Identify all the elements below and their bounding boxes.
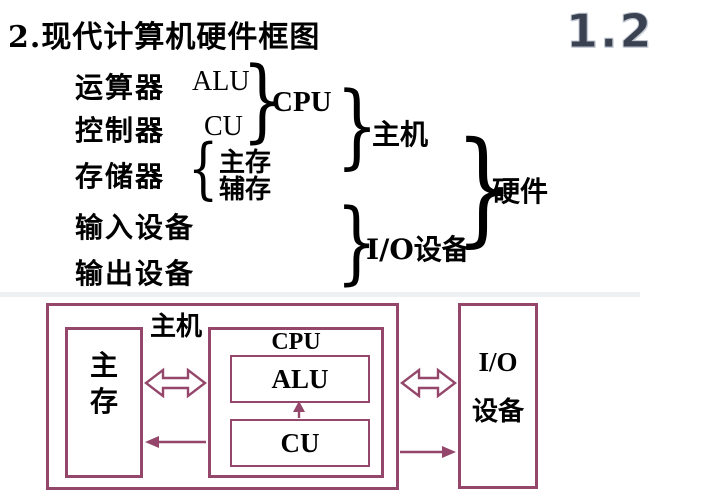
double-arrow-host-io	[400, 367, 457, 399]
tree-label-io-devices: I/O设备	[366, 233, 470, 266]
main-memory-box	[65, 327, 143, 478]
io-label-line2: 设备	[471, 397, 524, 427]
cu-box	[230, 419, 370, 467]
brace-storage: {	[188, 130, 219, 207]
tree-item-alu-cn: 运算器	[75, 71, 166, 104]
tree-item-memory-cn: 存储器	[75, 160, 166, 193]
main-memory-char-2: 存	[89, 385, 118, 418]
page-number: 1.2	[566, 4, 654, 59]
tree-label-host: 主机	[372, 118, 429, 151]
tree-item-input: 输入设备	[75, 211, 196, 244]
tree-label-alu: ALU	[192, 66, 250, 97]
brace-host: }	[336, 72, 379, 179]
tree-label-hardware: 硬件	[492, 175, 549, 208]
diagram-main-memory-label: 主 存	[65, 348, 143, 420]
tree-label-cpu: CPU	[272, 86, 332, 118]
io-box	[458, 303, 538, 489]
tree-label-cu: CU	[204, 111, 243, 142]
tree-label-aux-memory: 辅存	[219, 175, 272, 205]
diagram-cu-label: CU	[280, 427, 320, 458]
brace-io: }	[336, 190, 378, 295]
diagram-cpu-label: CPU	[271, 329, 321, 355]
brace-hardware: }	[455, 116, 512, 260]
tree-item-cu-cn: 控制器	[75, 114, 166, 147]
diagram-io-label: I/O 设备	[458, 345, 538, 429]
host-box	[46, 303, 399, 490]
tree-item-output: 输出设备	[75, 257, 196, 290]
cpu-box	[208, 327, 384, 478]
divider-line	[0, 292, 640, 297]
arrow-host-to-io-head	[442, 446, 456, 458]
diagram-alu-label: ALU	[271, 363, 329, 394]
io-label-line1: I/O	[478, 347, 518, 377]
tree-label-main-memory: 主存	[219, 148, 272, 178]
page-title: 2.现代计算机硬件框图	[8, 20, 321, 55]
main-memory-char-1: 主	[89, 349, 118, 382]
diagram-host-label: 主机	[150, 312, 203, 342]
brace-cpu: }	[242, 48, 284, 153]
